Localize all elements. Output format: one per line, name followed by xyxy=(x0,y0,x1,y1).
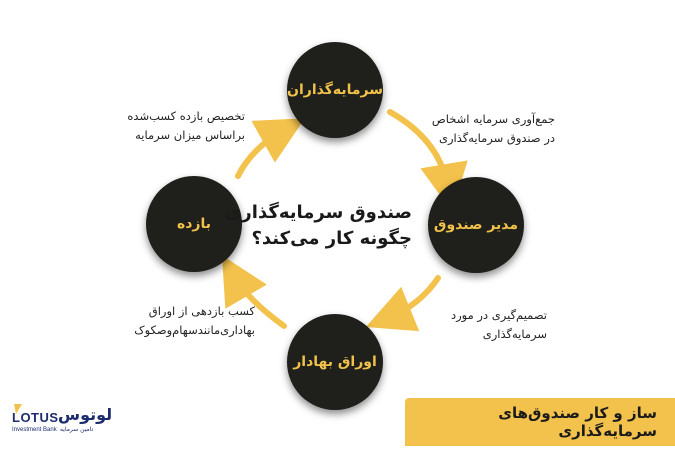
arrow-returns-to-investors xyxy=(235,118,305,179)
note-bottom-left: کسب بازدهی از اوراق بهاداری‌مانند‌سهام‌و… xyxy=(134,302,255,340)
node-securities-label: اوراق بهادار xyxy=(293,354,377,370)
node-fund-manager: مدیر صندوق xyxy=(428,177,524,273)
logo-latin: LOTUS xyxy=(12,410,59,425)
node-securities: اوراق بهادار xyxy=(287,314,383,410)
note-top-right-line1: جمع‌آوری سرمایه اشخاص xyxy=(431,112,555,126)
node-returns-label: بازده xyxy=(176,216,212,232)
footer-banner-text: ساز و کار صندوق‌های سرمایه‌گذاری xyxy=(498,404,657,440)
note-top-left: تخصیص بازده کسب‌شده براساس میزان سرمایه xyxy=(127,107,245,145)
logo-sub-persian: تامین سرمایه xyxy=(60,426,94,433)
lotus-logo: LOTUS لوتوس Investment Bank تامین سرمایه xyxy=(10,402,112,442)
note-bottom-left-line1: کسب بازدهی از اوراق xyxy=(148,304,255,318)
center-title-line2: چگونه کار می‌کند؟ xyxy=(251,228,412,249)
logo-persian: لوتوس xyxy=(58,405,113,424)
node-returns: بازده xyxy=(146,176,242,272)
arrow-manager-to-securities xyxy=(365,275,441,332)
arrow-investors-to-manager xyxy=(387,109,468,212)
note-top-right: جمع‌آوری سرمایه اشخاص در صندوق سرمایه‌گذ… xyxy=(432,110,555,148)
note-bottom-right: تصمیم‌گیری در مورد سرمایه‌گذاری xyxy=(451,306,547,344)
center-title: صندوق سرمایه‌گذاری چگونه کار می‌کند؟ xyxy=(225,200,412,252)
node-investors-label: سرمایه‌گذاران xyxy=(287,82,383,98)
footer-banner: ساز و کار صندوق‌های سرمایه‌گذاری xyxy=(405,398,675,446)
logo-sub-latin: Investment Bank xyxy=(12,427,57,433)
node-fund-manager-label: مدیر صندوق xyxy=(433,217,519,233)
note-top-right-line2: در صندوق سرمایه‌گذاری xyxy=(438,131,555,145)
center-title-line1: صندوق سرمایه‌گذاری xyxy=(224,202,412,223)
note-bottom-right-line1: تصمیم‌گیری در مورد xyxy=(451,308,547,322)
note-bottom-left-line2: بهاداری‌مانند‌سهام‌و‌صکوک xyxy=(134,323,255,337)
note-top-left-line1: تخصیص بازده کسب‌شده xyxy=(127,109,245,123)
lotus-leaf-icon xyxy=(14,404,22,414)
note-bottom-right-line2: سرمایه‌گذاری xyxy=(482,327,547,341)
note-top-left-line2: براساس میزان سرمایه xyxy=(135,128,245,142)
node-investors: سرمایه‌گذاران xyxy=(287,42,383,138)
arrow-securities-to-returns xyxy=(221,255,287,329)
